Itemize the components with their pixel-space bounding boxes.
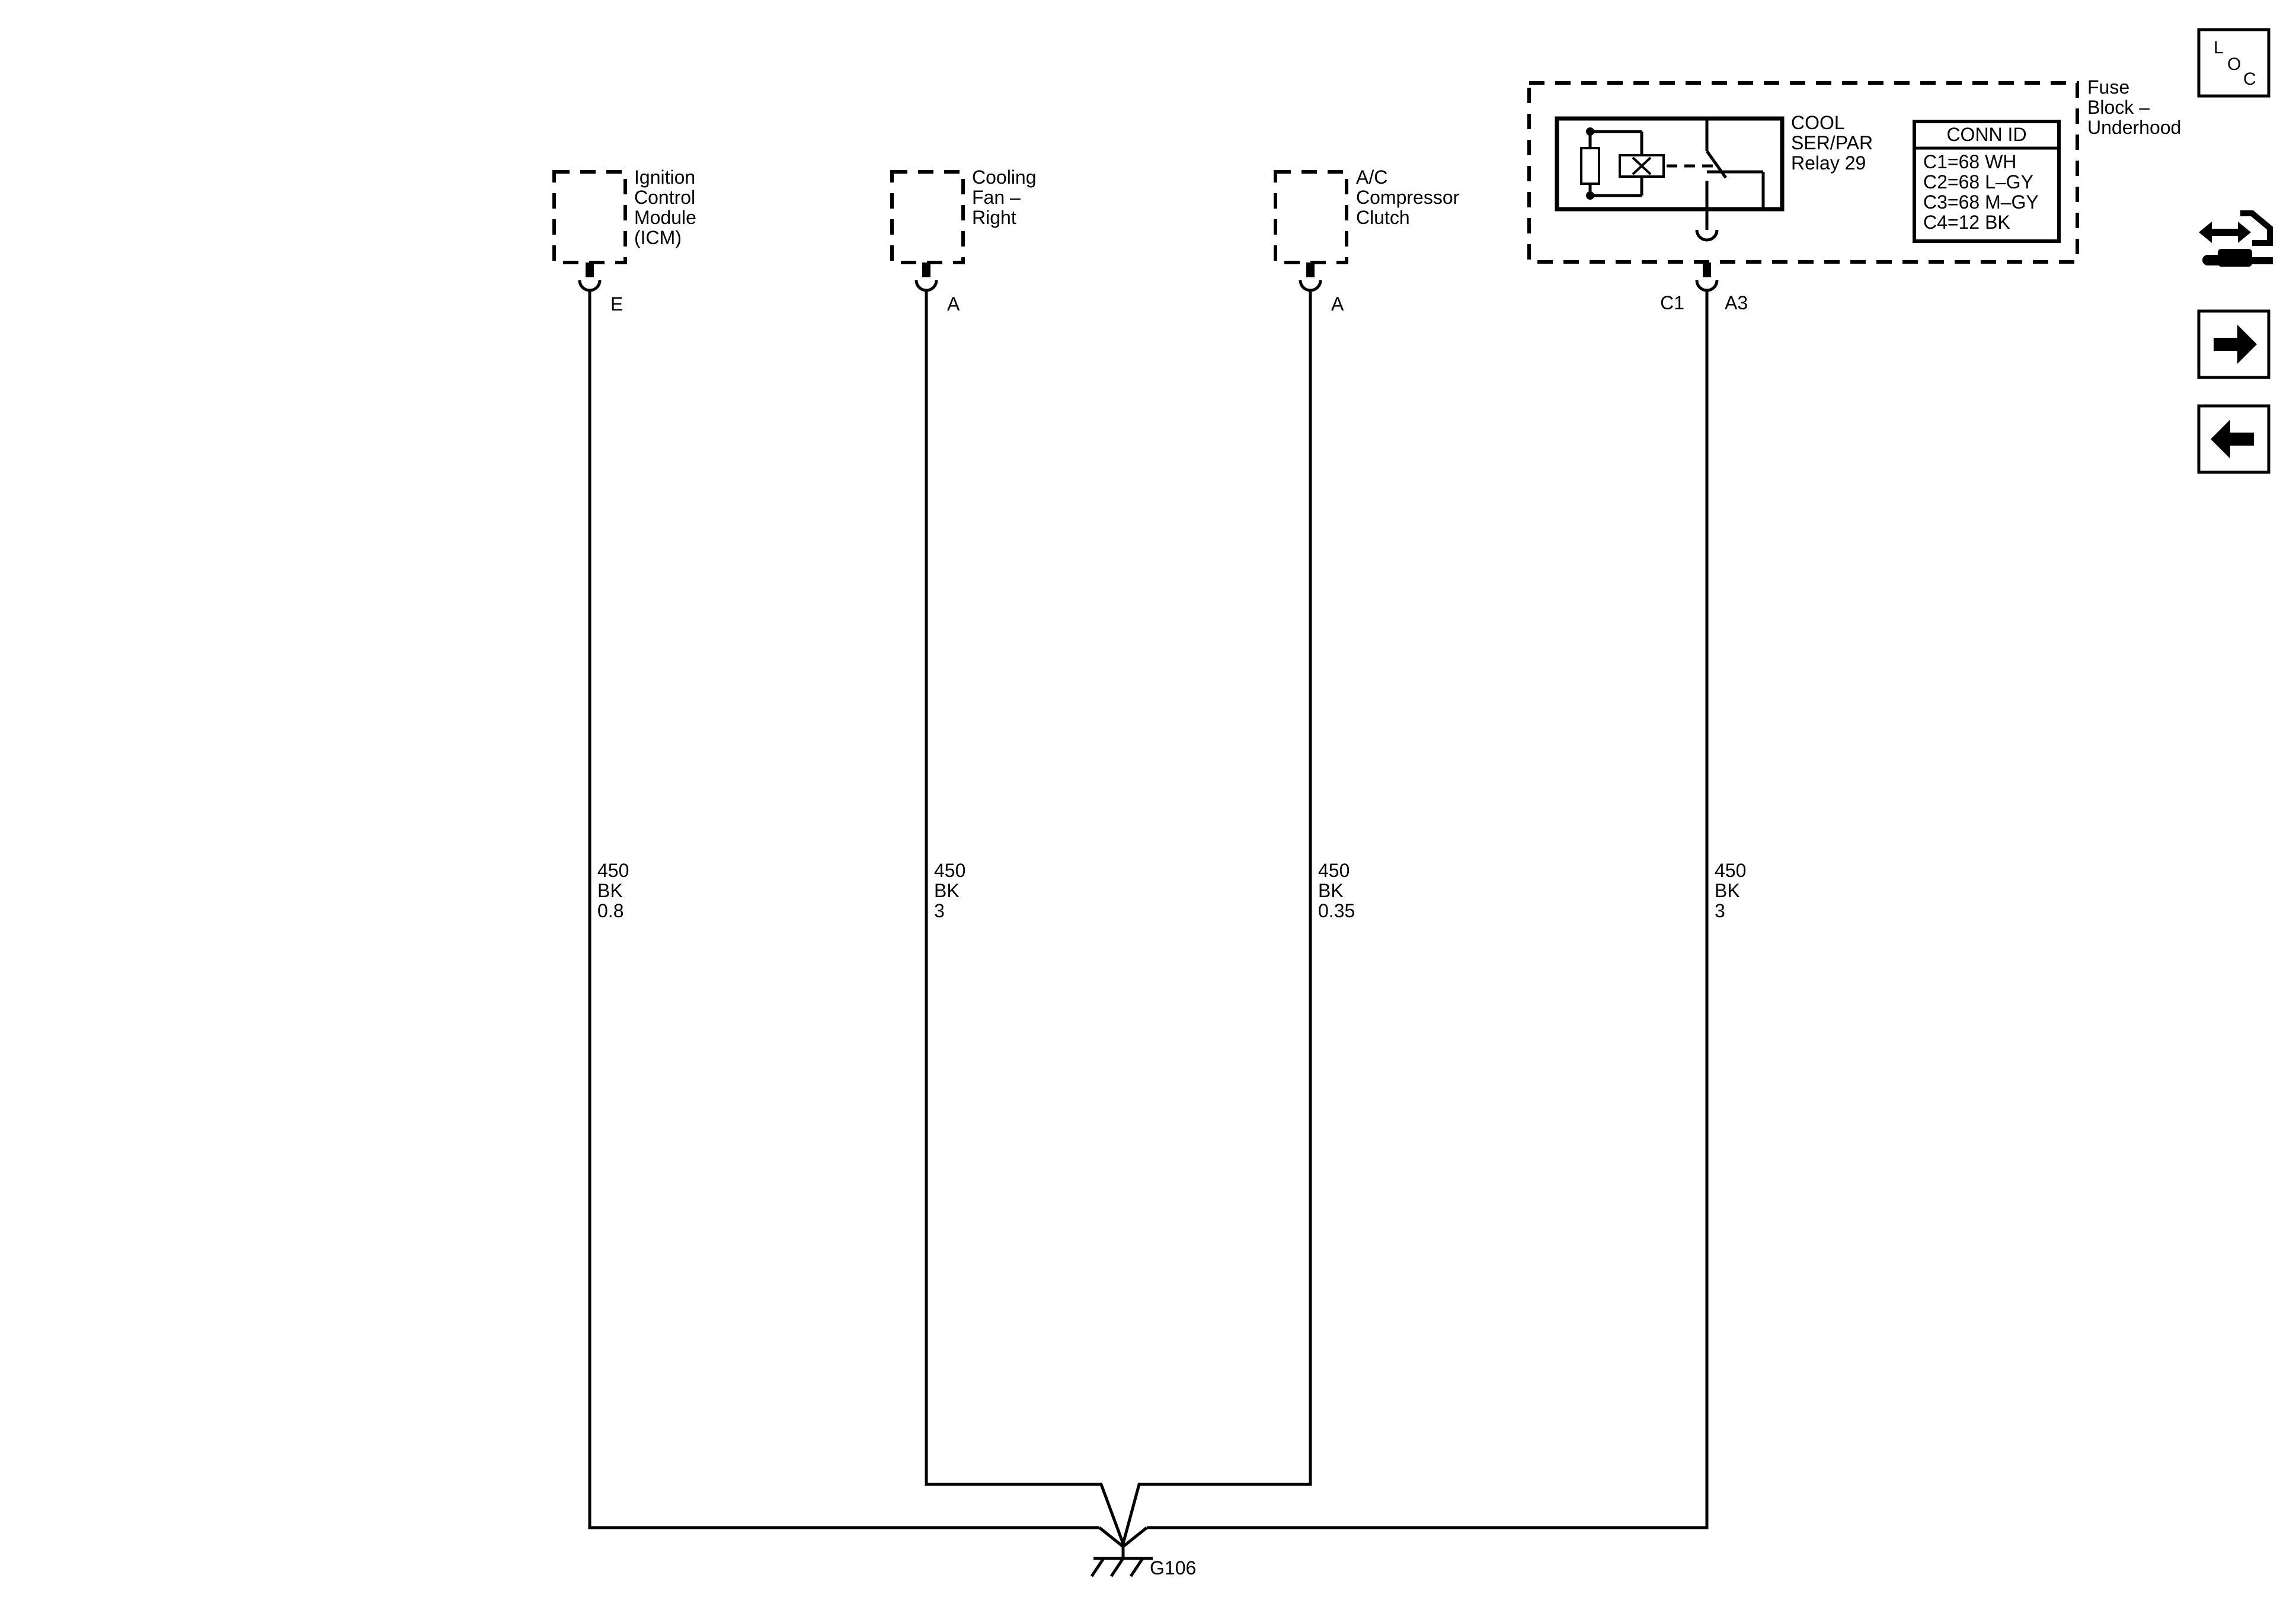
relay-connector-symbol-top (1695, 229, 1719, 242)
cooling-fan-component: Cooling Fan – Right A (890, 167, 1037, 315)
wire-relay (1147, 290, 1709, 1529)
wire4-color: BK (1715, 880, 1740, 901)
conn-id-outline (1913, 120, 2061, 243)
ac-label-1: A/C (1356, 167, 1387, 188)
wire4-circuit: 450 (1715, 860, 1746, 881)
wire2-size: 3 (934, 900, 945, 921)
location-button[interactable]: L O C (2197, 28, 2271, 98)
relay-label-3: Relay 29 (1791, 152, 1866, 174)
ac-pin-label: A (1331, 293, 1344, 315)
wire3-circuit: 450 (1318, 860, 1350, 881)
fan-outline (890, 170, 965, 264)
loc-letter-l: L (2214, 38, 2224, 57)
loc-letter-c: C (2243, 69, 2256, 89)
fuse-block-outline (1527, 81, 2079, 264)
wire3-color: BK (1318, 880, 1344, 901)
relay-pin-terminal (1703, 263, 1711, 277)
relay-coil-cross-b (1632, 156, 1652, 175)
swap-arrow-head-left (2199, 222, 2212, 243)
relay-connector-symbol (1695, 280, 1719, 292)
relay-pin-label: A3 (1725, 292, 1748, 313)
ac-connector-symbol (1299, 280, 1322, 292)
wire4-size: 3 (1715, 900, 1725, 921)
fan-connector-symbol (914, 280, 938, 292)
wire2-color: BK (934, 880, 960, 901)
icm-connector-symbol (578, 280, 602, 292)
ac-label-3: Clutch (1356, 207, 1410, 228)
conn-id-row-4: C4=12 BK (1923, 212, 2010, 233)
fan-label-3: Right (972, 207, 1016, 228)
conn-id-table: CONN ID C1=68 WH C2=68 L–GY C3=68 M–GY C… (1913, 120, 2061, 243)
fan-label-2: Fan – (972, 187, 1021, 208)
swap-arrow-head-right (2238, 222, 2251, 243)
swap-plug-body (2240, 210, 2273, 246)
wire-labels: 450 BK 0.8 450 BK 3 450 BK 0.35 450 BK 3 (597, 860, 1746, 921)
ac-clutch-component: A/C Compressor Clutch A (1274, 167, 1460, 315)
left-arrow-icon (2211, 420, 2254, 459)
icm-label-4: (ICM) (634, 227, 682, 248)
ac-outline (1274, 170, 1348, 264)
icm-label-3: Module (634, 207, 696, 228)
previous-page-button[interactable] (2197, 404, 2271, 474)
relay-resistor-icon (1580, 147, 1600, 185)
wire-ac-clutch (1121, 290, 1312, 1544)
wire1-size: 0.8 (597, 900, 623, 921)
connector-swap-icon (2199, 210, 2273, 267)
fan-pin-terminal (922, 263, 930, 277)
ground-hatch-1 (1090, 1557, 1105, 1577)
swap-plug-block (2218, 249, 2252, 267)
conn-id-row-1: C1=68 WH (1923, 151, 2016, 172)
fuse-block-component: Fuse Block – Underhood CO (1527, 76, 2181, 313)
fan-label-1: Cooling (972, 167, 1037, 188)
relay-label-1: COOL (1791, 112, 1845, 133)
icm-label-2: Control (634, 187, 695, 208)
conn-id-row-3: C3=68 M–GY (1923, 191, 2039, 213)
loc-letter-o: O (2227, 55, 2241, 74)
ac-pin-terminal (1306, 263, 1315, 277)
ground-hatch-3 (1129, 1557, 1144, 1577)
wire1-color: BK (597, 880, 623, 901)
ground-label: G106 (1150, 1557, 1196, 1579)
fuse-block-label-2: Block – (2087, 97, 2150, 118)
wire-cooling-fan (925, 290, 1125, 1544)
cool-ser-par-relay (1555, 116, 1785, 212)
fuse-block-label-1: Fuse (2087, 76, 2129, 98)
fan-pin-label: A (947, 293, 960, 315)
right-arrow-icon (2214, 325, 2257, 364)
conn-id-title: CONN ID (1946, 124, 2026, 145)
icm-outline (552, 170, 627, 264)
icm-label-1: Ignition (634, 167, 695, 188)
icm-component: Ignition Control Module (ICM) E (552, 167, 696, 315)
wire-icm (588, 290, 1099, 1529)
icm-pin-terminal (586, 263, 594, 277)
wire2-circuit: 450 (934, 860, 965, 881)
location-button-frame (2197, 28, 2271, 98)
wire-icm-to-ground (1098, 1526, 1124, 1548)
wire1-circuit: 450 (597, 860, 629, 881)
next-page-button[interactable] (2197, 309, 2271, 379)
connector-swap-button[interactable] (2199, 210, 2273, 267)
wires (588, 290, 1709, 1548)
wire-relay-to-ground (1122, 1526, 1148, 1548)
wire3-size: 0.35 (1318, 900, 1355, 921)
fuse-block-label-3: Underhood (2087, 117, 2181, 138)
conn-id-row-2: C2=68 L–GY (1923, 171, 2033, 193)
ground-g106: G106 (1090, 1544, 1196, 1579)
relay-connector-label: C1 (1660, 292, 1684, 313)
relay-outline (1555, 116, 1785, 212)
ground-hatch-2 (1109, 1557, 1125, 1577)
ac-label-2: Compressor (1356, 187, 1460, 208)
icm-pin-label: E (610, 293, 623, 315)
relay-label-2: SER/PAR (1791, 132, 1873, 153)
